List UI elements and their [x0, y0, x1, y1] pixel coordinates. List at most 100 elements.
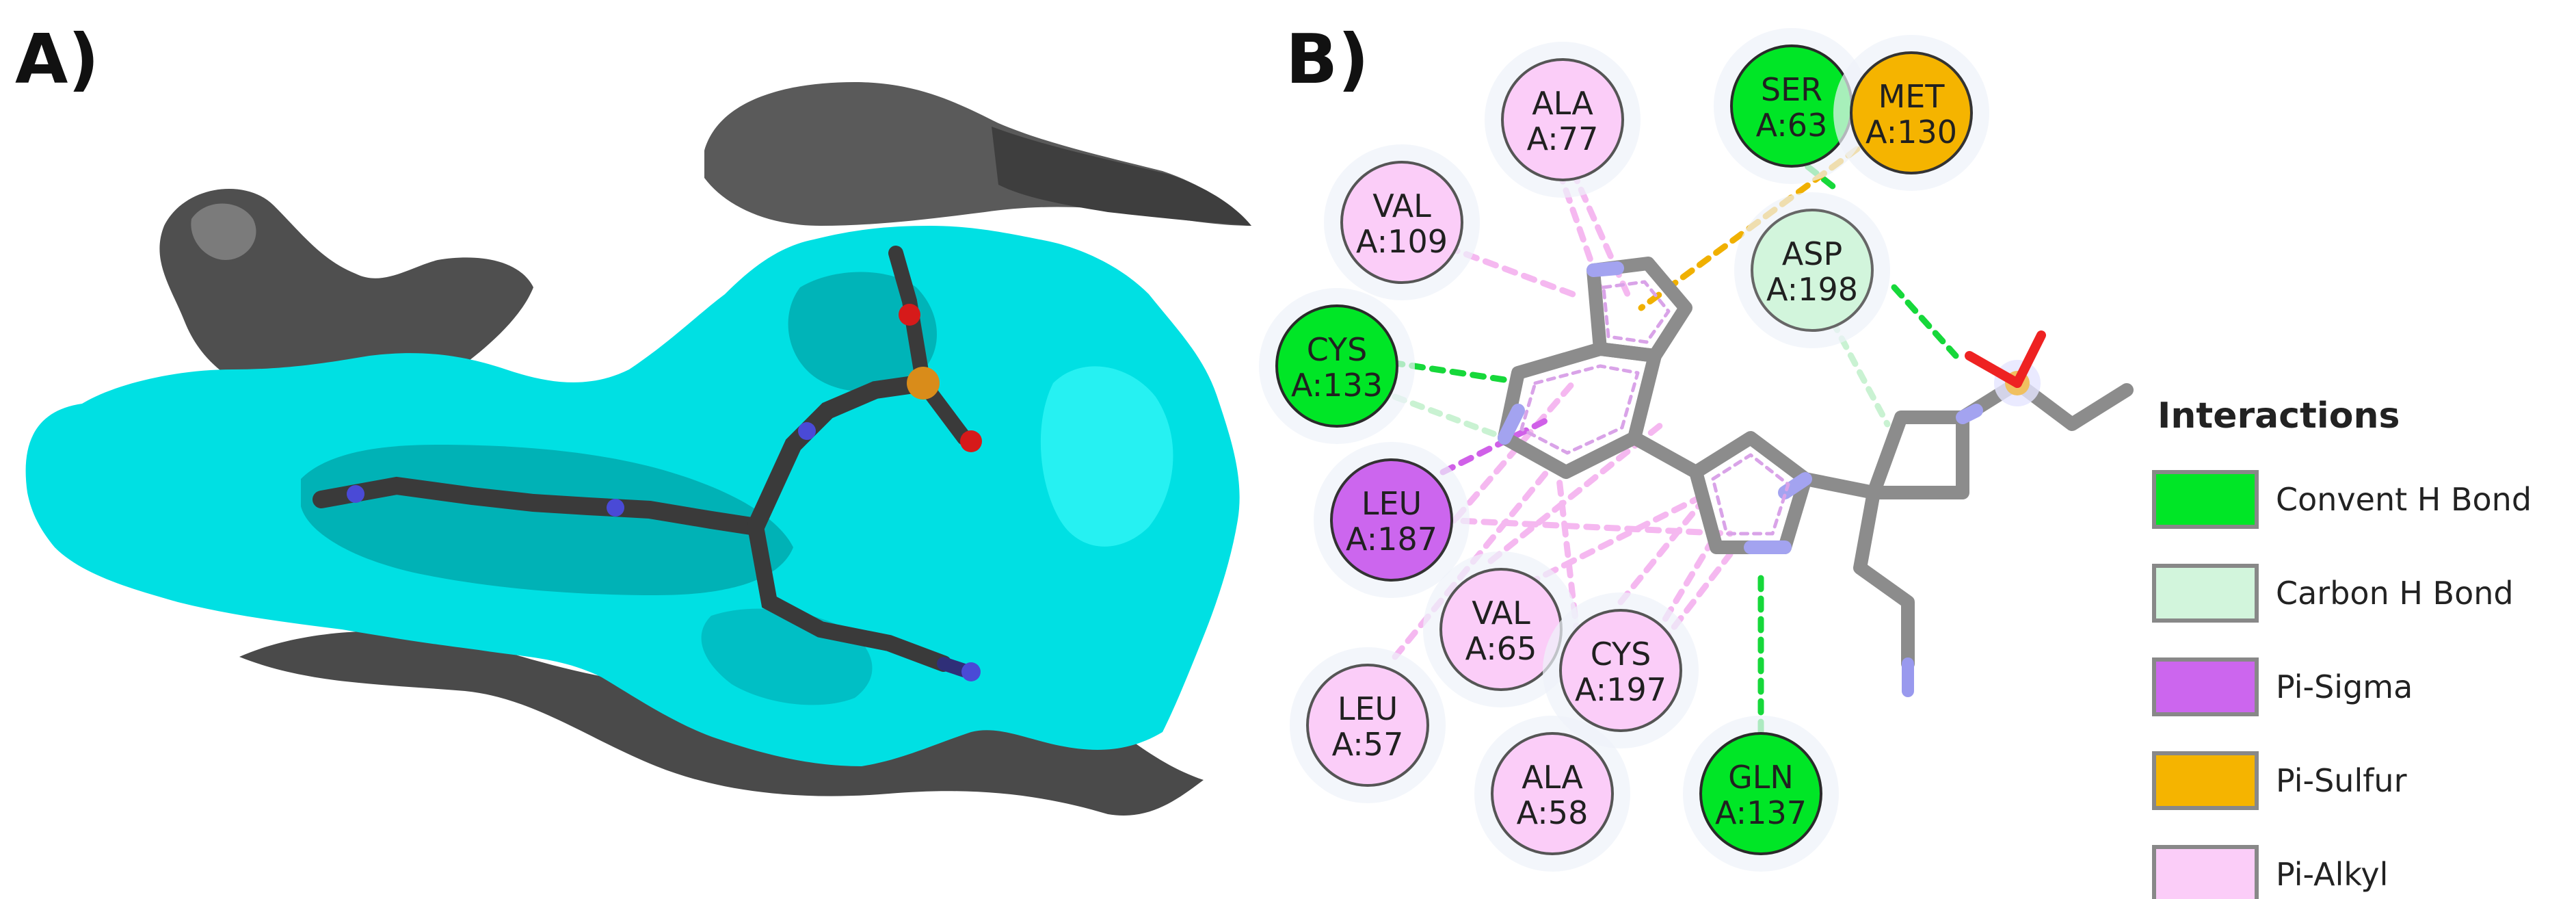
pi-alkyl-line: [1487, 421, 1665, 564]
residue-disc: [1699, 732, 1822, 855]
legend-item-pi-alkyl: Pi-Alkyl: [2152, 845, 2388, 899]
sulfur-atom: [907, 367, 940, 400]
residue-name: VAL: [1372, 187, 1431, 224]
oxygen-atom: [899, 304, 920, 326]
nitrogen-bond: [1498, 404, 1525, 445]
ligand-bond: [1798, 472, 1881, 499]
ligand-bond: [1853, 486, 1915, 670]
ligand-bond: [747, 519, 952, 672]
legend-label: Pi-Sigma: [2276, 668, 2413, 705]
surface-cyan-highlight: [1040, 366, 1173, 547]
residue-disc: [1275, 304, 1398, 428]
legend-label: Pi-Sulfur: [2276, 762, 2407, 799]
residue-name: ALA: [1522, 759, 1583, 796]
legend-item-h-bond: Convent H Bond: [2152, 470, 2532, 529]
residue-name: ALA: [1532, 85, 1593, 122]
surface-back-flap-right-shade: [992, 127, 1251, 226]
panel-a-label: A): [15, 19, 100, 99]
legend-swatch: [2152, 657, 2259, 716]
residue-name: ASP: [1782, 235, 1842, 272]
ligand-bond: [313, 476, 765, 536]
legend-item-pi-sigma: Pi-Sigma: [2152, 657, 2413, 716]
nitrogen-bond: [1956, 404, 1983, 424]
aromatic-inner-ring: [1602, 280, 1671, 344]
nitrogen-bond: [1586, 261, 1624, 277]
pi-sigma-line: [1439, 414, 1556, 475]
sulfonyl-group: [1965, 330, 2046, 406]
legend-title: Interactions: [2157, 395, 2400, 437]
surface-back-blob-highlight: [191, 203, 256, 260]
ligand-ring-pyrrole: [1586, 257, 1692, 363]
residue-number: A:133: [1291, 367, 1383, 404]
residue-name: LEU: [1338, 690, 1398, 727]
surface-pocket-inner: [788, 272, 937, 392]
residue-disc: [1491, 732, 1614, 855]
nitrogen-atom: [961, 662, 981, 681]
panel-b-label: B): [1286, 19, 1369, 99]
residue-number: A:198: [1766, 271, 1858, 308]
ligand-bond: [1628, 431, 1703, 479]
residue-name: GLN: [1728, 759, 1794, 796]
aromatic-inner-ring: [1711, 453, 1790, 536]
nitrogen-atom: [798, 422, 816, 440]
nitrogen-bond: [1778, 472, 1812, 499]
legend-swatch: [2152, 845, 2259, 899]
aromatic-inner-ring: [1519, 364, 1640, 455]
ligand-ring-pyrazole: [1689, 431, 1812, 554]
residue-number: A:109: [1356, 223, 1448, 260]
h-bond-line: [1891, 284, 1959, 359]
panel-a-pocket: [25, 82, 1251, 816]
ligand-bond: [888, 246, 931, 391]
residue-disc: [1751, 209, 1874, 332]
nitrogen-atom: [347, 485, 364, 503]
ligand-bond: [937, 657, 971, 677]
residue-number: A:197: [1575, 671, 1667, 708]
residue-disc: [1306, 664, 1429, 787]
pi-alkyl-line: [1617, 489, 1713, 605]
residue-disc: [1501, 58, 1624, 181]
ligand-ring-azetidine: [1867, 411, 1969, 499]
legend-label: Carbon H Bond: [2276, 575, 2514, 612]
residue-number: A:65: [1465, 630, 1537, 667]
legend-item-pi-sulfur: Pi-Sulfur: [2152, 751, 2407, 810]
legend-item-carbon-h-bond: Carbon H Bond: [2152, 564, 2514, 623]
oxygen-atom: [960, 430, 982, 452]
residue-disc: [1330, 458, 1453, 582]
panel-b-interaction-map: ALAA:77SERA:63META:130VALA:109ASPA:198CY…: [1259, 28, 2532, 899]
ligand-3d-atoms: [347, 304, 982, 681]
residue-name: CYS: [1307, 331, 1368, 368]
legend-label: Pi-Alkyl: [2276, 856, 2388, 893]
residue-disc: [1850, 51, 1973, 174]
carbon-h-bond-line: [1392, 393, 1508, 441]
oxygen-bond: [1965, 351, 2022, 388]
residue-number: A:63: [1756, 107, 1828, 144]
residue-disc: [1340, 161, 1463, 284]
legend-swatch: [2152, 564, 2259, 623]
oxygen-bond: [2013, 330, 2046, 388]
residue-name: CYS: [1591, 636, 1651, 673]
residue-number: A:57: [1332, 726, 1404, 763]
residue-number: A:130: [1865, 114, 1957, 151]
residue-name: LEU: [1362, 485, 1422, 522]
residue-name: MET: [1878, 78, 1946, 115]
ligand-bond: [747, 374, 932, 536]
residue-name: VAL: [1472, 595, 1530, 631]
residue-name: SER: [1761, 71, 1822, 108]
residue-number: A:137: [1715, 794, 1807, 831]
residue-number: A:58: [1517, 794, 1589, 831]
